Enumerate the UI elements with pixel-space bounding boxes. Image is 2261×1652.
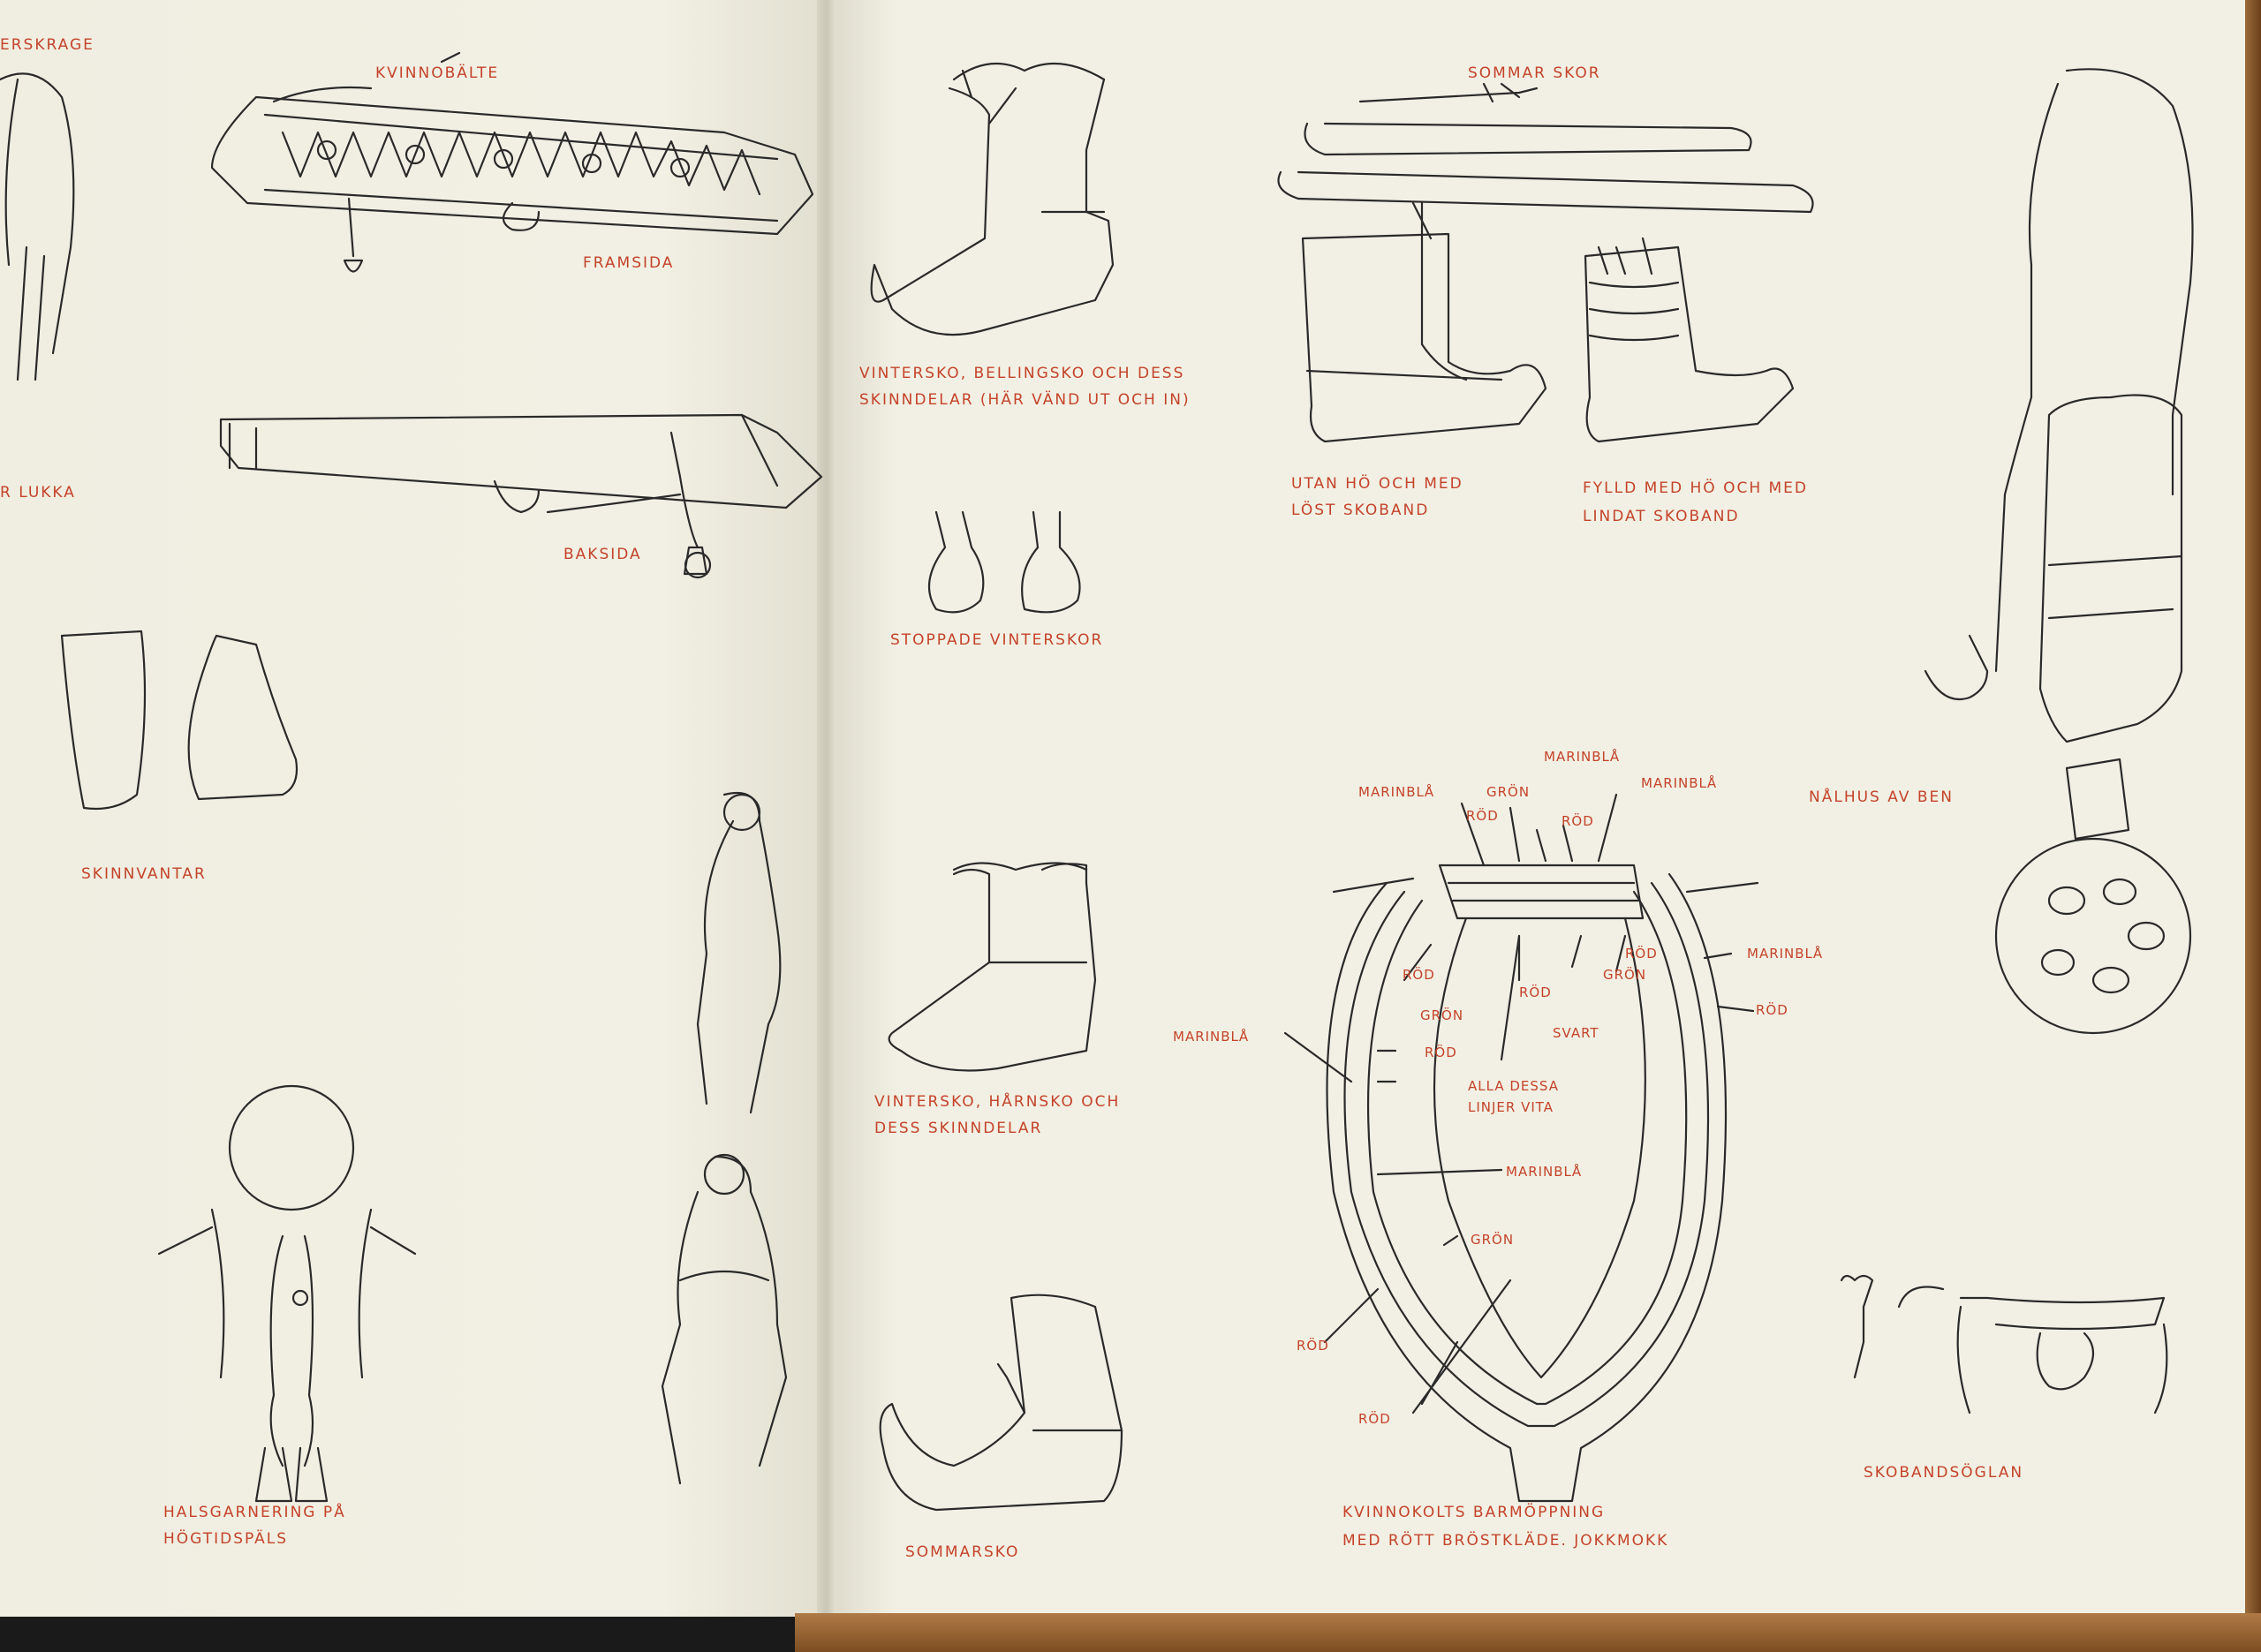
label-halsgarnering-line2: HÖGTIDSPÄLS	[163, 1530, 289, 1548]
annotation-rod-lower-left: RÖD	[1297, 1338, 1329, 1354]
label-baksida: BAKSIDA	[563, 546, 642, 563]
label-nalhus: NÅLHUS AV BEN	[1809, 788, 1954, 806]
annotation-marinbla-outer-right: MARINBLÅ	[1747, 946, 1824, 962]
annotation-rod-top-left: RÖD	[1466, 808, 1499, 824]
annotation-marinbla-left-top: MARINBLÅ	[1358, 784, 1435, 800]
label-kvinnobalte: KVINNOBÄLTE	[375, 64, 500, 82]
sko-utan-ho-drawing	[1301, 201, 1547, 443]
label-vintersko-bellingsko-1: VINTERSKO, BELLINGSKO OCH DESS	[859, 365, 1185, 382]
sommarsko-drawing	[879, 1294, 1123, 1512]
annotation-rod-inner-right: RÖD	[1625, 946, 1658, 962]
seated-person-drawing	[661, 1153, 788, 1485]
annotation-rod-top-right: RÖD	[1562, 813, 1594, 829]
sommar-skor-skoband-drawing	[1277, 82, 1814, 214]
label-vintersko-harnsko-2: DESS SKINNDELAR	[874, 1120, 1043, 1137]
annotation-marinbla-top: MARINBLÅ	[1544, 749, 1621, 765]
label-skinnvantar: SKINNVANTAR	[81, 865, 207, 883]
label-skobandsoglan: SKOBANDSÖGLAN	[1864, 1464, 2024, 1482]
left-page	[0, 0, 826, 1617]
kvinnobalte-front-drawing	[210, 51, 814, 273]
vintersko-bellingsko-drawing	[870, 62, 1115, 336]
label-fylld-ho-2: LINDAT SKOBAND	[1583, 508, 1740, 525]
label-vintersko-bellingsko-2: SKINNDELAR (HÄR VÄND UT OCH IN)	[859, 391, 1191, 409]
label-utan-ho-2: LÖST SKOBAND	[1291, 502, 1430, 519]
kolt-annotation-lines	[1283, 793, 1759, 1414]
right-page	[826, 0, 2248, 1617]
book-cover-edge	[2245, 0, 2261, 1652]
vintersko-harnsko-drawing	[888, 862, 1097, 1072]
annotation-gron-left: GRÖN	[1420, 1007, 1464, 1023]
label-sommarsko: SOMMARSKO	[905, 1543, 1020, 1561]
figure-collar-person-drawing	[0, 72, 75, 381]
label-utan-ho-1: UTAN HÖ OCH MED	[1291, 475, 1463, 493]
annotation-rod-inner-left: RÖD	[1403, 967, 1435, 983]
annotation-alla-dessa-2: LINJER VITA	[1468, 1099, 1554, 1115]
label-kolt-caption-2: MED RÖTT BRÖSTKLÄDE. JOKKMOKK	[1342, 1532, 1669, 1550]
standing-person-drawing	[696, 791, 782, 1114]
annotation-gron-inner-right: GRÖN	[1603, 967, 1647, 983]
annotation-gron-top: GRÖN	[1486, 784, 1531, 800]
annotation-svart: SVART	[1553, 1025, 1599, 1041]
skobandsoglan-drawing	[1840, 1274, 2168, 1414]
kvinnokolt-drawing	[1326, 864, 1728, 1503]
annotation-gron-lower: GRÖN	[1471, 1232, 1515, 1248]
annotation-marinbla-right-top: MARINBLÅ	[1641, 775, 1718, 791]
book-bottom-edge	[795, 1613, 2261, 1652]
label-framsida: FRAMSIDA	[583, 254, 675, 272]
kvinnobalte-back-drawing	[219, 413, 823, 579]
label-lukka-fragment: R LUKKA	[0, 484, 76, 502]
annotation-rod-left: RÖD	[1425, 1045, 1457, 1060]
sko-fylld-ho-drawing	[1584, 237, 1795, 443]
annotation-marinbla-left: MARINBLÅ	[1173, 1029, 1250, 1045]
label-stoppade-vinterskor: STOPPADE VINTERSKOR	[890, 631, 1104, 649]
annotation-marinbla-middle: MARINBLÅ	[1506, 1164, 1583, 1180]
label-kolt-caption-1: KVINNOKOLTS BARMÖPPNING	[1342, 1504, 1606, 1521]
annotation-rod-outer-right: RÖD	[1756, 1002, 1788, 1018]
annotation-rod-center: RÖD	[1519, 984, 1552, 1000]
annotation-alla-dessa-1: ALLA DESSA	[1468, 1078, 1559, 1094]
annotation-rod-bottom: RÖD	[1358, 1411, 1391, 1427]
stoppade-vinterskor-drawing	[927, 510, 1081, 614]
nalhus-drawing	[1924, 68, 2194, 1035]
label-collar-fragment: ERSKRAGE	[0, 36, 95, 54]
book-spine	[817, 0, 836, 1633]
label-vintersko-harnsko-1: VINTERSKO, HÅRNSKO OCH	[874, 1093, 1121, 1111]
label-sommar-skor: SOMMAR SKOR	[1468, 64, 1601, 82]
label-fylld-ho-1: FYLLD MED HÖ OCH MED	[1583, 479, 1809, 497]
skinnvantar-drawing	[60, 630, 299, 811]
halsgarnering-drawing	[157, 1084, 417, 1503]
label-halsgarnering-line1: HALSGARNERING PÅ	[163, 1504, 346, 1521]
